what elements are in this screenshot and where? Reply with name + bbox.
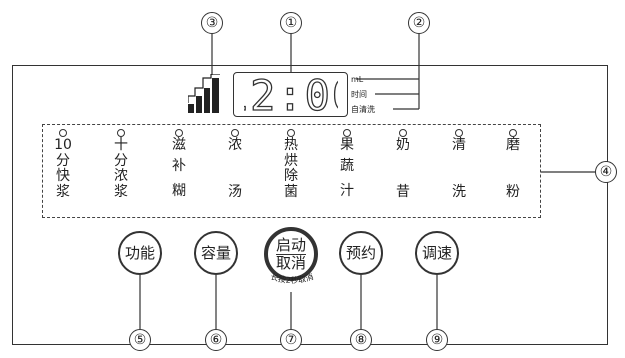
lcd-time-digits: 12:00 [244, 77, 338, 113]
callout-7: ⑦ [280, 329, 302, 351]
indicator-time: 时间 [351, 90, 367, 99]
indicator-led [399, 129, 407, 137]
function-thick-soy[interactable]: 十 分 浓 浆 [94, 129, 148, 200]
function-clean[interactable]: 清 洗 [432, 129, 486, 200]
function-char: 磨 [506, 137, 520, 153]
indicator-led [455, 129, 463, 137]
function-selector-box [42, 124, 541, 218]
function-char: 粉 [506, 183, 520, 200]
control-panel [12, 65, 608, 345]
reserve-button[interactable]: 预约 [339, 231, 383, 275]
callout-4: ④ [595, 161, 617, 183]
function-char: 十 [114, 137, 128, 153]
function-char: 菌 [284, 183, 298, 200]
lcd-time-text: 12:00 [244, 77, 338, 113]
function-char: 奶 [396, 137, 410, 153]
indicator-led [343, 129, 351, 137]
function-char: 洗 [452, 183, 466, 200]
function-char: 分 [114, 152, 128, 169]
function-char: 汁 [340, 183, 354, 199]
function-char: 烘 [284, 152, 298, 169]
indicator-led [231, 129, 239, 137]
callout-2: ② [408, 12, 430, 34]
function-char: 补 [172, 157, 186, 174]
start-label: 启动 [275, 236, 306, 254]
function-thick-soup[interactable]: 浓 汤 [208, 129, 262, 200]
function-grind-powder[interactable]: 磨 粉 [486, 129, 540, 200]
function-char: 快 [56, 168, 70, 184]
water-level-icon [188, 74, 220, 113]
callout-8: ⑧ [350, 329, 372, 351]
callout-9: ⑨ [426, 329, 448, 351]
function-char: 昔 [396, 183, 410, 200]
svg-text:长按2秒取消: 长按2秒取消 [269, 271, 314, 285]
callout-1: ① [280, 12, 302, 34]
function-char: 浓 [114, 168, 128, 184]
long-press-hint: 长按2秒取消 [269, 271, 314, 285]
indicator-led [117, 129, 125, 137]
indicator-led [509, 129, 517, 137]
function-char: 糊 [172, 183, 186, 199]
indicator-self-clean: 自清洗 [351, 105, 375, 114]
function-char: 果 [340, 137, 354, 153]
hint-text: 长按2秒取消 [269, 271, 314, 285]
function-char: 浆 [56, 183, 70, 200]
indicator-led [287, 129, 295, 137]
callout-5: ⑤ [129, 329, 151, 351]
capacity-button[interactable]: 容量 [194, 231, 238, 275]
function-nourish-paste[interactable]: 滋 补 糊 [152, 129, 206, 200]
indicator-led [175, 129, 183, 137]
cancel-label: 取消 [276, 254, 307, 272]
function-char: 浆 [114, 183, 128, 200]
callout-3: ③ [201, 12, 223, 34]
callout-6: ⑥ [205, 329, 227, 351]
start-cancel-button[interactable]: 启动 取消 [264, 227, 318, 281]
function-char: 10 [54, 137, 72, 153]
function-char: 滋 [172, 137, 186, 153]
function-char: 分 [56, 152, 70, 169]
function-fruit-veg-juice[interactable]: 果 蔬 汁 [320, 129, 374, 200]
lcd-display [233, 72, 348, 117]
function-char: 蔬 [340, 157, 354, 174]
speed-button[interactable]: 调速 [415, 231, 459, 275]
function-milkshake[interactable]: 奶 昔 [376, 129, 430, 200]
function-char: 热 [284, 137, 298, 153]
function-char: 清 [452, 137, 466, 153]
function-char: 浓 [228, 137, 242, 153]
function-10min-fast-soy[interactable]: 10 分 快 浆 [36, 129, 90, 200]
function-button[interactable]: 功能 [118, 231, 162, 275]
indicator-led [59, 129, 67, 137]
function-heat-dry-sterilize[interactable]: 热 烘 除 菌 [264, 129, 318, 200]
indicator-ml: mL [351, 75, 364, 84]
function-char: 除 [284, 168, 298, 184]
function-char: 汤 [228, 183, 242, 200]
